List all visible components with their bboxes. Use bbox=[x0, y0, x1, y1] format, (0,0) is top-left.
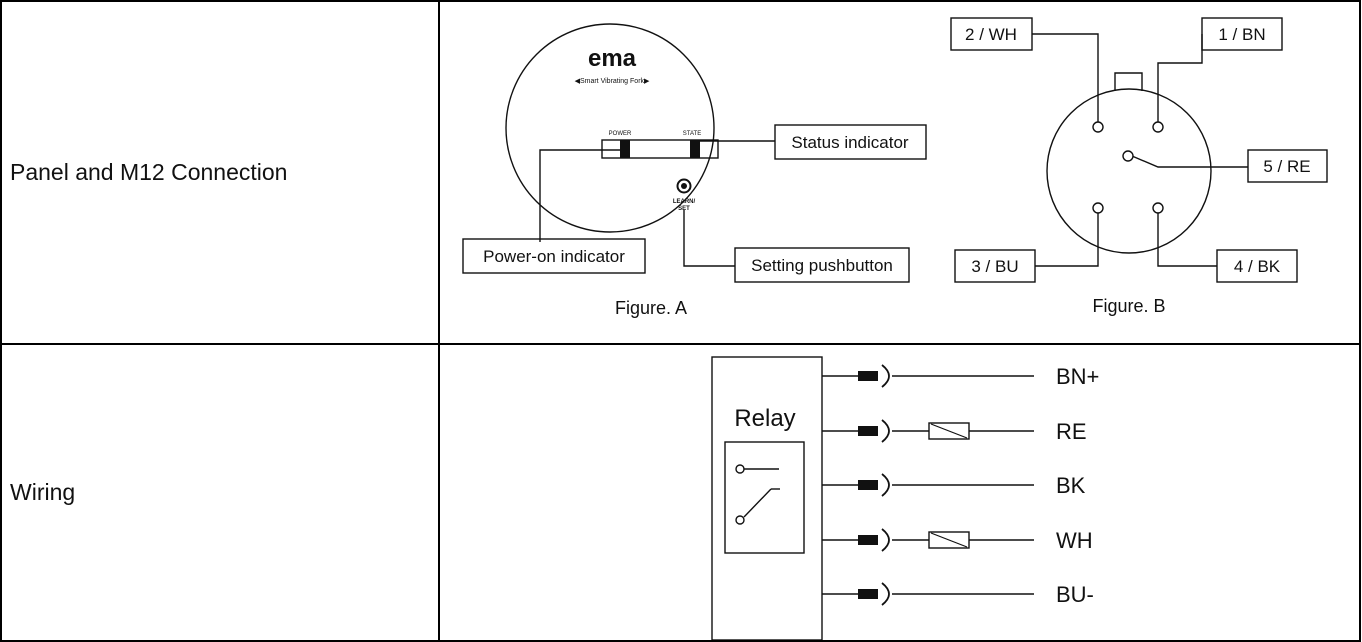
row-label-cell: Panel and M12 Connection bbox=[0, 0, 440, 345]
connector-plug bbox=[858, 589, 878, 599]
row-label-panel: Panel and M12 Connection bbox=[10, 159, 288, 185]
m12-pin-2 bbox=[1092, 121, 1104, 133]
m12-pin-1 bbox=[1152, 121, 1164, 133]
power-leader-line bbox=[539, 149, 625, 242]
row-label-cell: Wiring bbox=[0, 343, 440, 642]
indicator-bar bbox=[601, 139, 719, 159]
wire-row: RE bbox=[822, 419, 1087, 444]
pin-3-box bbox=[954, 249, 1036, 283]
m12-connector-face bbox=[1046, 88, 1212, 254]
connector-plug bbox=[858, 426, 878, 436]
pin-3-label: 3 / BU bbox=[971, 257, 1018, 276]
connector-socket bbox=[881, 582, 890, 606]
power-on-indicator-label: Power-on indicator bbox=[483, 247, 625, 266]
power-led-icon bbox=[620, 140, 630, 158]
relay-contact-box bbox=[724, 441, 805, 554]
pin-4-label: 4 / BK bbox=[1234, 257, 1281, 276]
m12-pin-5 bbox=[1122, 150, 1134, 162]
wire-group: BN+ RE BK WH BU- bbox=[822, 364, 1099, 607]
pin-1-label: 1 / BN bbox=[1218, 25, 1265, 44]
status-led-icon bbox=[690, 140, 700, 158]
relay-switch-arm bbox=[743, 488, 772, 518]
connector-plug bbox=[858, 480, 878, 490]
button-mark-learn: LEARN/ bbox=[673, 199, 696, 205]
wire-row: WH bbox=[822, 528, 1093, 553]
wiring-cell: Relay BN+ RE BK WH BU- bbox=[438, 343, 1361, 642]
connector-socket bbox=[881, 419, 890, 443]
wire-label: BN+ bbox=[1056, 364, 1099, 389]
connector-socket bbox=[881, 473, 890, 497]
m12-key-notch bbox=[1114, 72, 1143, 91]
connector-plug bbox=[858, 371, 878, 381]
wire-label: WH bbox=[1056, 528, 1093, 553]
power-mark: POWER bbox=[609, 131, 632, 137]
pin-5-leader bbox=[1131, 155, 1248, 168]
connector-plug bbox=[858, 535, 878, 545]
wire-row: BN+ bbox=[822, 364, 1099, 389]
pin-2-leader bbox=[1032, 33, 1099, 123]
pin-3-leader bbox=[1035, 212, 1099, 267]
wire-row: BU- bbox=[822, 582, 1094, 607]
status-indicator-box bbox=[774, 124, 927, 160]
pin-4-box bbox=[1216, 249, 1298, 283]
setting-pushbutton-box bbox=[734, 247, 910, 283]
panel-connection-figures: ema ◀Smart Vibrating Fork▶ POWER STATE L… bbox=[462, 17, 1328, 318]
pin-4-leader bbox=[1157, 212, 1217, 267]
brand-logo: ema bbox=[588, 45, 637, 72]
table-row: Panel and M12 Connection bbox=[0, 0, 1361, 345]
status-indicator-label: Status indicator bbox=[791, 133, 909, 152]
pin-2-box bbox=[950, 17, 1033, 51]
wiring-diagram: Relay BN+ RE BK WH BU- bbox=[711, 356, 1099, 640]
panel-face bbox=[505, 23, 715, 233]
wire-label: BU- bbox=[1056, 582, 1094, 607]
figure-b-caption: Figure. B bbox=[1092, 296, 1165, 316]
table-row: Wiring Relay BN+ RE BK WH BU- bbox=[0, 343, 1361, 642]
figures-cell: ema ◀Smart Vibrating Fork▶ POWER STATE L… bbox=[438, 0, 1361, 345]
m12-pin-4 bbox=[1152, 202, 1164, 214]
pin-5-box bbox=[1247, 149, 1328, 183]
pin-1-leader bbox=[1157, 34, 1203, 123]
wire-label: BK bbox=[1056, 473, 1086, 498]
connector-socket bbox=[881, 364, 890, 388]
wire-label: RE bbox=[1056, 419, 1087, 444]
row-label-wiring: Wiring bbox=[10, 479, 76, 505]
pin-1-box bbox=[1201, 17, 1283, 51]
relay-label: Relay bbox=[734, 405, 795, 432]
pin-5-label: 5 / RE bbox=[1263, 157, 1310, 176]
pin-2-label: 2 / WH bbox=[965, 25, 1017, 44]
state-mark: STATE bbox=[683, 131, 701, 137]
figure-a-caption: Figure. A bbox=[615, 298, 687, 318]
wire-row: BK bbox=[822, 473, 1086, 498]
connector-socket bbox=[881, 528, 890, 552]
setting-leader-line bbox=[683, 210, 735, 267]
setting-pushbutton-icon bbox=[676, 178, 692, 194]
panel-tagline: ◀Smart Vibrating Fork▶ bbox=[575, 78, 650, 85]
setting-pushbutton-label: Setting pushbutton bbox=[751, 256, 893, 275]
relay-box bbox=[711, 356, 823, 640]
power-on-indicator-box bbox=[462, 238, 646, 274]
button-mark-set: SET bbox=[678, 206, 690, 212]
m12-pin-3 bbox=[1092, 202, 1104, 214]
